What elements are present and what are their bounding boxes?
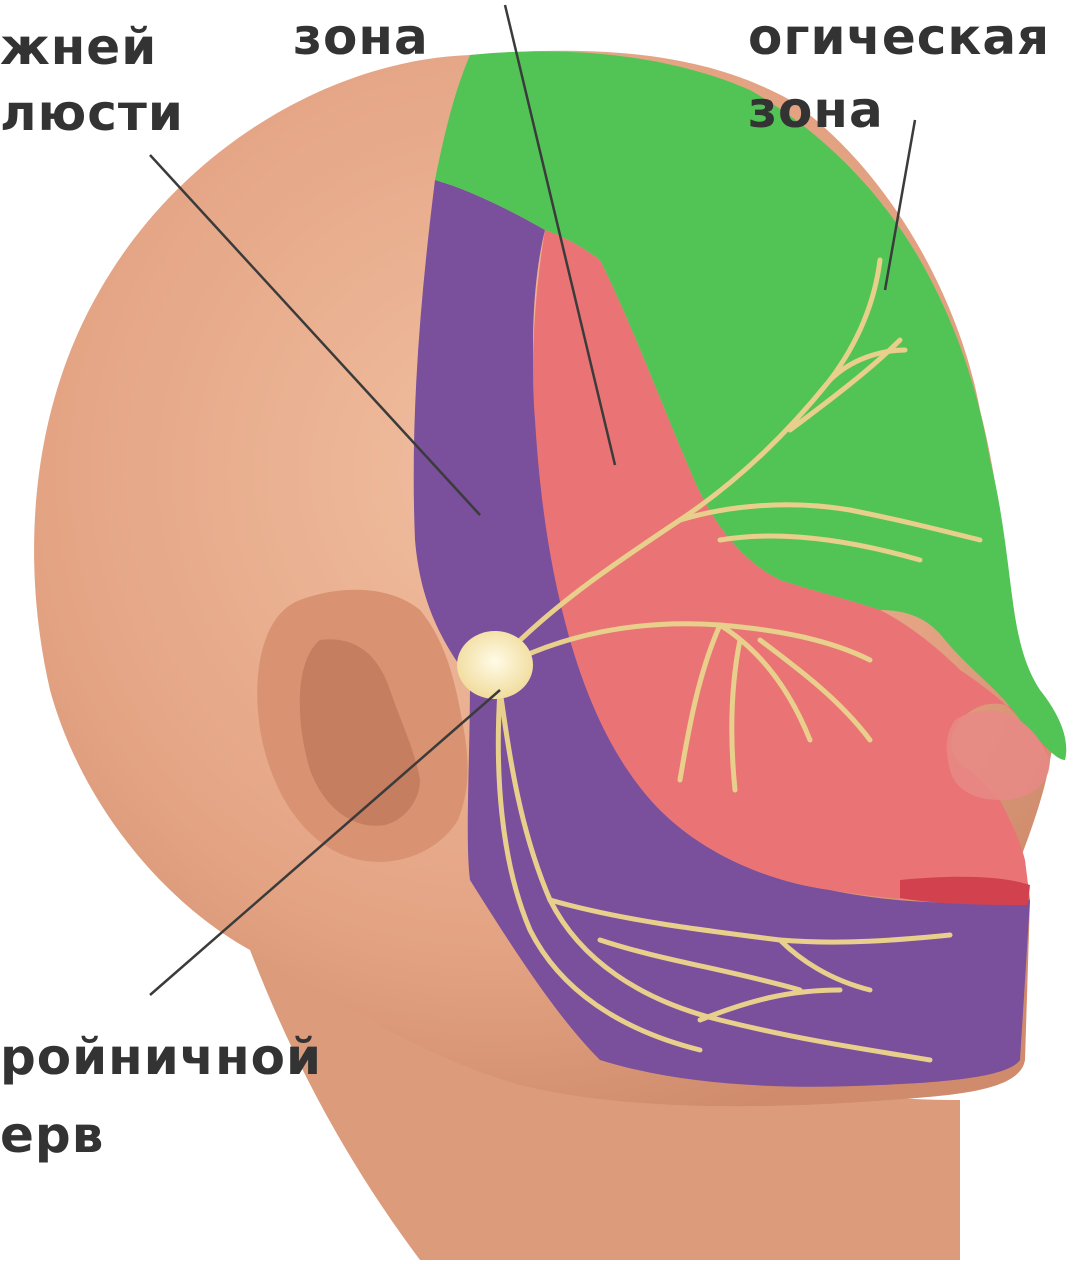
lips [900, 877, 1030, 905]
trigeminal-ganglion [457, 631, 533, 699]
trigeminal-label-line2: ерв [0, 1110, 104, 1160]
ophthalmic-label-line2: зона [748, 85, 884, 135]
maxillary-label: зона [293, 12, 429, 62]
mandibular-label-line2: люсти [0, 88, 184, 138]
ophthalmic-label-line1: огическая [748, 12, 1050, 62]
trigeminal-label-line1: ройничной [0, 1032, 322, 1082]
mandibular-label-line1: жней [0, 22, 157, 72]
